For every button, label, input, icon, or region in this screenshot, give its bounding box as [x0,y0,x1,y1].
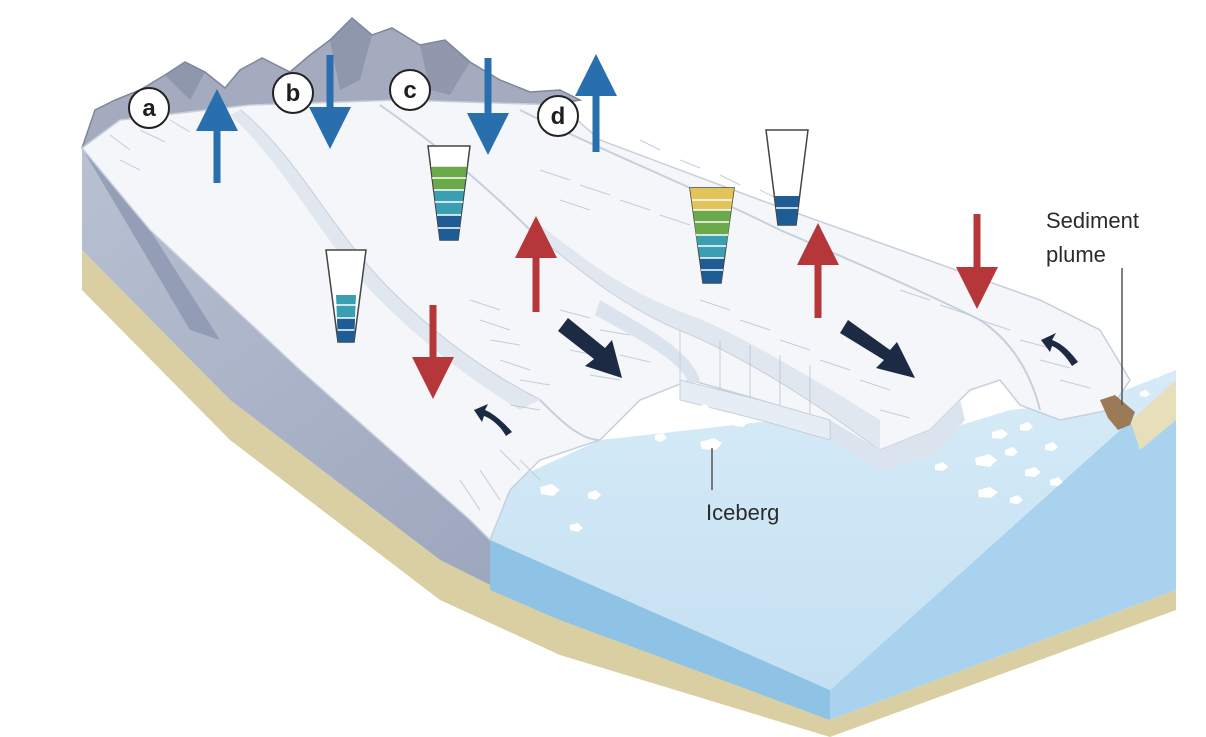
cup-lines [336,304,356,331]
iceberg-icon [1045,442,1058,451]
iceberg-icon [700,438,722,450]
icebergs [540,369,1163,532]
mountain-shadow [165,62,205,100]
calving-front-c-wall [679,330,831,441]
iceberg-icon [735,417,748,427]
iceberg-icon [540,484,560,496]
iceberg-icon [655,433,667,442]
vertical-arrows [196,54,998,399]
calving-front-c [830,400,965,470]
iceberg-icon [935,462,948,471]
block-right-side [830,380,1176,720]
badge-label: d [551,103,566,130]
crevasse [469,299,551,411]
cup-fill [690,188,734,210]
ocean-surface [490,370,1176,690]
gauge-cups [325,129,809,343]
badge-label: c [403,77,416,104]
glacier-badge-b: b [272,72,314,114]
calving-front-b [595,300,700,385]
badge-circle [272,72,314,114]
gauge-cup-icon [689,187,735,284]
cup-lines [692,199,732,271]
iceberg-icon [570,523,583,532]
rock-wedge [82,148,220,340]
glacier-badge-a: a [128,87,170,129]
iceberg-icon [978,487,998,498]
ridge-ab-shade [230,110,540,410]
glacier-badge-c: c [389,69,431,111]
badge-circle [389,69,431,111]
badge-label: b [286,80,301,107]
badge-circle [537,95,579,137]
iceberg-icon [1150,369,1163,378]
badge-label: a [142,95,156,122]
iceberg-icon [588,490,601,500]
cup-fill [775,196,799,225]
gauge-cup-icon [427,145,471,241]
iceberg-label: Iceberg [706,500,779,525]
crevasse [899,289,1091,389]
flow-arrow-icon [840,320,915,378]
iceberg-icon [1005,447,1018,456]
iceberg-icon [1140,390,1150,397]
sediment-plume-label-line2: plume [1046,242,1106,267]
glacier-badges: a b c d [128,69,579,137]
crevasse [539,169,691,226]
crevasse [699,299,911,419]
iceberg-icon [1025,467,1041,477]
crevasse [559,309,651,381]
ocean-front-band [490,540,830,720]
iceberg-icon [1020,422,1033,431]
sediment-plume-label-line1: Sediment [1046,208,1139,233]
iceberg-icon [1010,495,1023,504]
block-right-base [1130,380,1176,450]
iceberg-icon [695,404,711,415]
iceberg-icon [1050,477,1063,486]
cup-lines [431,165,467,229]
iceberg-icon [992,429,1008,439]
gauge-cup-icon [325,249,367,343]
crevasse [109,119,191,171]
badge-circle [128,87,170,129]
flow-arrow-icon [1041,333,1078,366]
crevasse [639,139,781,201]
block-right-sediment [830,590,1176,737]
mountain-shadow [330,18,372,90]
iceberg-icon [975,454,997,467]
sediment-plume [1100,395,1135,430]
crevasses [109,119,1091,511]
flow-arrow-icon [558,318,622,378]
mountain-shadow [420,40,470,95]
ice-sheet [80,99,1131,542]
ridge-cd [519,109,1041,411]
crevasse [459,449,541,511]
glacier-badge-d: d [537,95,579,137]
ridge-bc-shade [530,225,880,450]
gauge-cup-icon [765,129,809,226]
flow-arrows [474,318,1078,436]
crevasse [719,340,811,414]
block-sides [82,148,1176,737]
flow-arrow-icon [474,404,512,436]
